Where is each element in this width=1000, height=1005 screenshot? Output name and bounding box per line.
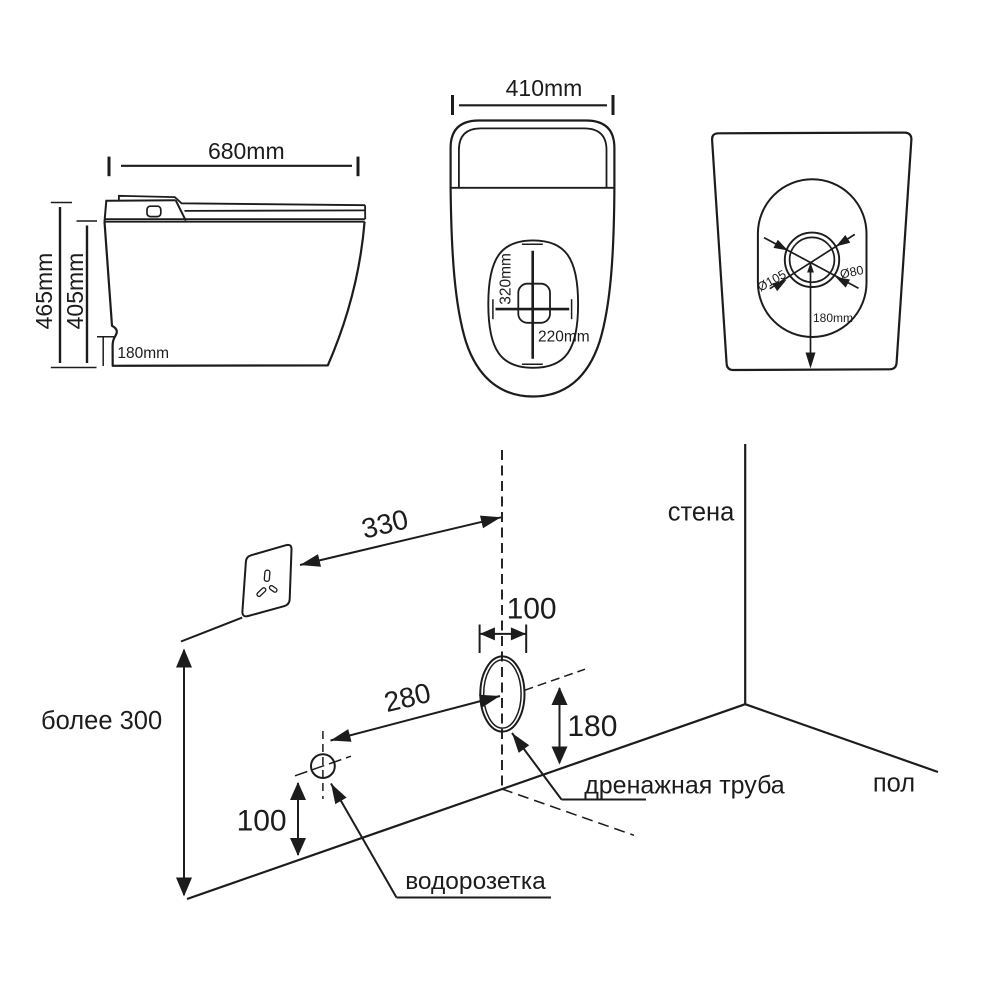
svg-text:более 300: более 300 xyxy=(41,707,162,735)
svg-text:пол: пол xyxy=(873,770,915,798)
svg-text:220mm: 220mm xyxy=(538,329,590,346)
svg-text:100: 100 xyxy=(237,805,287,838)
svg-text:180: 180 xyxy=(567,710,617,743)
svg-text:680mm: 680mm xyxy=(208,138,285,164)
svg-text:стена: стена xyxy=(668,499,735,527)
svg-text:405mm: 405mm xyxy=(62,253,88,330)
svg-text:100: 100 xyxy=(507,593,557,626)
svg-text:180mm: 180mm xyxy=(813,311,853,325)
svg-text:водорозетка: водорозетка xyxy=(405,868,546,895)
svg-text:465mm: 465mm xyxy=(31,253,57,330)
svg-text:320mm: 320mm xyxy=(498,253,515,305)
svg-text:410mm: 410mm xyxy=(506,75,583,101)
svg-text:180mm: 180mm xyxy=(117,345,169,362)
svg-text:дренажная труба: дренажная труба xyxy=(584,772,785,800)
